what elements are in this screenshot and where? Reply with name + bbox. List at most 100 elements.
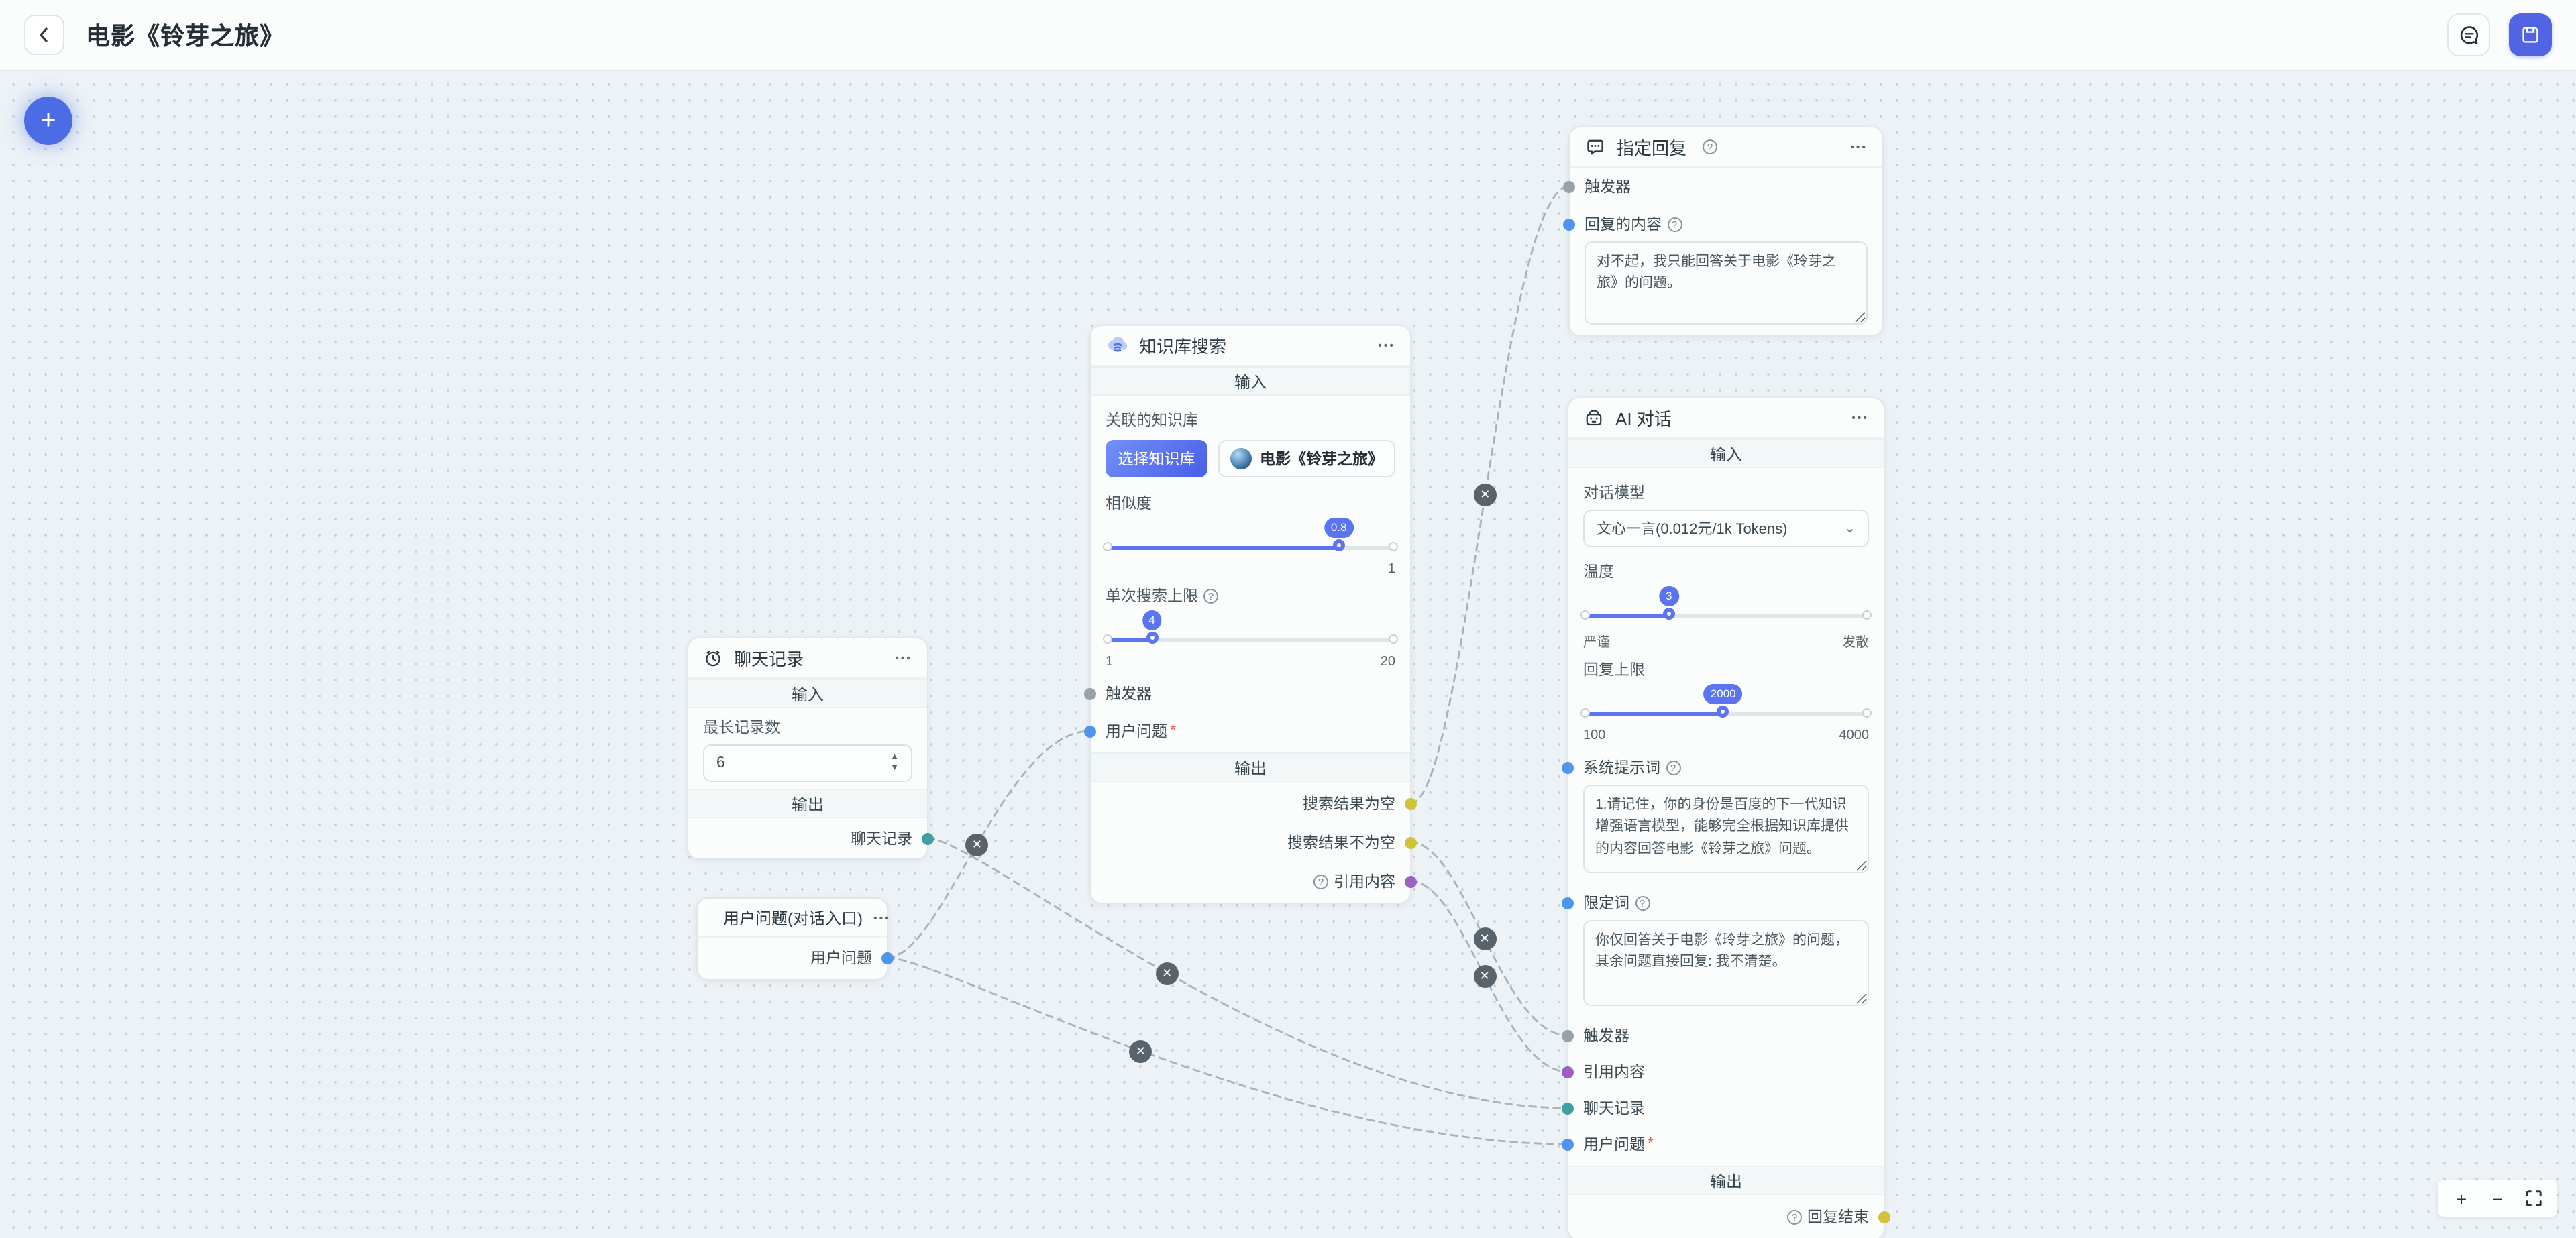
wire-delete-button[interactable]: ✕	[1129, 1039, 1152, 1062]
output-row-quote: ? 引用内容	[1091, 870, 1417, 892]
search-limit-slider[interactable]: 4	[1103, 610, 1398, 649]
user-question-input-port[interactable]	[1084, 725, 1096, 737]
node-menu-button[interactable]: •••	[1850, 141, 1868, 153]
clock-history-icon	[706, 650, 720, 667]
select-kb-button[interactable]: 选择知识库	[1106, 440, 1208, 477]
similarity-max-label: 1	[1387, 562, 1395, 577]
temperature-min-label: 严谨	[1583, 636, 1610, 651]
zoom-in-button[interactable]: +	[2455, 1188, 2467, 1209]
temperature-max-label: 发散	[1842, 636, 1869, 651]
node-user-question[interactable]: 用户问题(对话入口) ••• 用户问题	[696, 897, 894, 980]
wire-delete-button[interactable]: ✕	[1473, 965, 1497, 988]
max-records-input[interactable]: 6 ▲▼	[703, 744, 912, 782]
reply-end-output-port[interactable]	[1878, 1211, 1890, 1223]
help-icon[interactable]: ?	[1787, 1209, 1802, 1224]
top-bar: 电影《铃芽之旅》	[0, 0, 2576, 71]
qualifier-input-port[interactable]	[1562, 897, 1574, 909]
quote-output-port[interactable]	[1405, 875, 1417, 887]
wire[interactable]	[926, 837, 1569, 1109]
save-button[interactable]	[2509, 13, 2552, 56]
similarity-scale: 1	[1106, 562, 1395, 577]
help-icon[interactable]: ?	[1313, 874, 1328, 889]
node-ai-chat-header[interactable]: AI 对话 •••	[1568, 398, 1884, 439]
search-not-empty-output-port[interactable]	[1405, 836, 1417, 848]
chat-preview-button[interactable]	[2447, 13, 2490, 56]
node-chat-history-header[interactable]: 聊天记录 •••	[688, 638, 927, 679]
trigger-row: 触发器	[1084, 683, 1410, 704]
wire-delete-button[interactable]: ✕	[1473, 927, 1497, 950]
help-icon[interactable]: ?	[1703, 139, 1718, 154]
wire-delete-button[interactable]: ✕	[965, 833, 989, 856]
back-button[interactable]	[24, 15, 64, 55]
search-empty-output-port[interactable]	[1405, 797, 1417, 809]
user-question-input-port[interactable]	[1562, 1138, 1574, 1150]
fit-view-button[interactable]	[2518, 1183, 2549, 1214]
node-menu-button[interactable]: •••	[873, 911, 891, 923]
add-node-button[interactable]: +	[24, 97, 72, 145]
trigger-input-port[interactable]	[1562, 1029, 1574, 1042]
reply-limit-label: 回复上限	[1583, 663, 1645, 679]
max-records-value: 6	[716, 755, 725, 771]
user-question-output-port[interactable]	[881, 952, 894, 964]
temperature-slider[interactable]: 3	[1580, 586, 1872, 625]
wire-delete-button[interactable]: ✕	[1473, 484, 1497, 506]
node-kb-search-header[interactable]: 知识库搜索 •••	[1091, 326, 1410, 366]
chat-history-output-port[interactable]	[922, 832, 934, 844]
help-icon[interactable]: ?	[1635, 895, 1650, 910]
node-title: 聊天记录	[734, 649, 804, 669]
port-label: 回复结束	[1807, 1210, 1869, 1226]
sys-prompt-input-port[interactable]	[1562, 761, 1574, 773]
wire[interactable]	[886, 956, 1569, 1145]
canvas[interactable]: + 聊天记录 ••• 输入 最长记录数 6 ▲▼ 输出	[0, 71, 2576, 1238]
node-fixed-reply[interactable]: 指定回复 ? ••• 触发器 回复的内容 ? 对不起，我只能回答关于电影《玲芽之…	[1563, 126, 1884, 337]
trigger-input-port[interactable]	[1563, 180, 1575, 192]
node-menu-button[interactable]: •••	[1378, 339, 1395, 351]
reply-bubble-icon	[1587, 139, 1603, 154]
quote-input-port[interactable]	[1562, 1066, 1574, 1078]
chevron-down-icon: ⌄	[1844, 521, 1856, 536]
node-ai-chat[interactable]: AI 对话 ••• 输入 对话模型 文心一言(0.012元/1k Tokens)…	[1562, 397, 1890, 1238]
output-row-empty: 搜索结果为空	[1091, 793, 1417, 814]
model-select[interactable]: 文心一言(0.012元/1k Tokens) ⌄	[1583, 510, 1869, 547]
reply-limit-min-label: 100	[1583, 728, 1606, 743]
node-menu-button[interactable]: •••	[895, 652, 912, 664]
reply-content-textarea[interactable]: 对不起，我只能回答关于电影《玲芽之旅》的问题。	[1585, 241, 1868, 325]
port-label: 用户问题	[1106, 724, 1167, 740]
sys-prompt-textarea[interactable]: 1.请记住，你的身份是百度的下一代知识增强语言模型，能够完全根据知识库提供的内容…	[1583, 785, 1869, 873]
search-limit-scale: 1 20	[1106, 655, 1395, 669]
node-title: 指定回复	[1617, 138, 1687, 158]
trigger-input-port[interactable]	[1084, 687, 1096, 699]
similarity-label: 相似度	[1106, 496, 1152, 512]
help-icon[interactable]: ?	[1667, 217, 1682, 231]
search-limit-value-badge: 4	[1142, 610, 1162, 630]
port-label: 搜索结果不为空	[1287, 836, 1395, 852]
help-icon[interactable]: ?	[1666, 760, 1680, 775]
reply-limit-slider-handle[interactable]	[1717, 705, 1729, 717]
chat-history-input-port[interactable]	[1562, 1102, 1574, 1114]
chat-bubble-icon	[2459, 25, 2478, 44]
output-row-chat-history: 聊天记录	[688, 828, 934, 849]
kb-chip[interactable]: 电影《铃芽之旅》	[1218, 440, 1395, 477]
number-stepper[interactable]: ▲▼	[890, 752, 899, 772]
reply-content-input-port[interactable]	[1563, 218, 1575, 230]
port-label: 聊天记录	[1583, 1101, 1645, 1117]
similarity-slider-handle[interactable]	[1332, 539, 1345, 551]
node-kb-search[interactable]: 知识库搜索 ••• 输入 关联的知识库 选择知识库 电影《铃芽之旅》 相似度	[1084, 325, 1417, 904]
help-icon[interactable]: ?	[1203, 588, 1218, 603]
node-menu-button[interactable]: •••	[1851, 412, 1869, 424]
node-user-question-header[interactable]: 用户问题(对话入口) •••	[698, 899, 889, 938]
output-section-label: 输出	[688, 789, 927, 818]
chat-history-row: 聊天记录	[1562, 1097, 1884, 1119]
port-label: 系统提示词	[1583, 761, 1660, 777]
wire-delete-button[interactable]: ✕	[1155, 962, 1179, 984]
search-limit-slider-handle[interactable]	[1146, 631, 1159, 643]
qualifier-textarea[interactable]: 你仅回答关于电影《玲芽之旅》的问题，其余问题直接回复: 我不清楚。	[1583, 920, 1869, 1006]
node-chat-history[interactable]: 聊天记录 ••• 输入 最长记录数 6 ▲▼ 输出 聊天记录	[687, 637, 934, 860]
reply-limit-slider[interactable]: 2000	[1580, 684, 1872, 723]
temperature-slider-handle[interactable]	[1662, 607, 1675, 619]
node-fixed-reply-header[interactable]: 指定回复 ? •••	[1570, 127, 1882, 168]
output-row-reply-end: ? 回复结束	[1568, 1206, 1890, 1227]
similarity-slider[interactable]: 0.8	[1103, 518, 1398, 557]
zoom-out-button[interactable]: −	[2491, 1188, 2504, 1209]
chevron-left-icon	[40, 27, 48, 42]
